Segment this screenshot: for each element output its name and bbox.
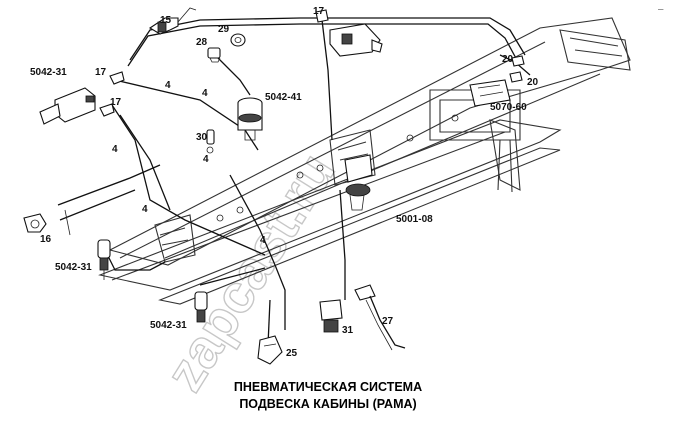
valve-5042-31-lower-icon <box>194 291 208 323</box>
label-5042-31-lower: 5042-31 <box>150 320 187 331</box>
rod-27-icon <box>354 284 406 351</box>
corner-mark: – <box>658 5 664 15</box>
label-5042-31-left: 5042-31 <box>55 262 92 273</box>
label-31: 31 <box>342 325 354 336</box>
fitting-17-b-icon <box>99 103 115 117</box>
label-16: 16 <box>40 234 52 245</box>
label-17-left-b: 17 <box>110 97 122 108</box>
air-bellow-5001-08-icon <box>344 154 373 211</box>
label-20-b: 20 <box>527 77 539 88</box>
valve-5042-31-top-icon <box>39 87 96 125</box>
label-5042-41: 5042-41 <box>265 92 302 103</box>
bracket-15-icon <box>148 7 197 35</box>
label-4-e: 4 <box>142 204 148 215</box>
label-25: 25 <box>286 348 298 359</box>
label-29: 29 <box>218 24 230 35</box>
fitting-17-c-icon <box>315 9 329 23</box>
title-line-1: ПНЕВМАТИЧЕСКАЯ СИСТЕМА <box>234 380 422 394</box>
fitting-17-a-icon <box>109 71 125 85</box>
fitting-28-icon <box>207 47 221 63</box>
label-4-c: 4 <box>112 144 118 155</box>
label-4-d: 4 <box>203 154 209 165</box>
title-line-2: ПОДВЕСКА КАБИНЫ (РАМА) <box>239 397 416 411</box>
fitting-20-b-icon <box>509 71 523 83</box>
valve-block-5070-60-icon <box>469 79 511 107</box>
air-lines <box>57 17 531 346</box>
label-20-a: 20 <box>502 54 514 65</box>
valve-5042-31-left-icon <box>97 239 111 280</box>
valve-right-top-icon <box>329 23 383 57</box>
clamp-16-icon <box>23 213 47 233</box>
label-5070-60: 5070-60 <box>490 102 527 113</box>
label-4-a: 4 <box>165 80 171 91</box>
label-4-b: 4 <box>202 88 208 99</box>
label-5042-31-top: 5042-31 <box>30 67 67 78</box>
label-15: 15 <box>160 15 172 26</box>
label-28: 28 <box>196 37 208 48</box>
nut-29-icon <box>230 33 246 47</box>
label-27: 27 <box>382 316 394 327</box>
fitting-30-icon <box>206 129 215 154</box>
label-17-left-a: 17 <box>95 67 107 78</box>
bracket-25-icon <box>257 335 283 365</box>
frame-rail <box>98 17 631 305</box>
label-30: 30 <box>196 132 208 143</box>
fitting-20-a-icon <box>511 55 525 67</box>
label-4-f: 4 <box>260 235 266 246</box>
air-bellow-5042-41-icon <box>237 97 263 141</box>
valve-31-icon <box>319 299 343 333</box>
label-5001-08: 5001-08 <box>396 214 433 225</box>
label-17-top: 17 <box>313 6 325 17</box>
